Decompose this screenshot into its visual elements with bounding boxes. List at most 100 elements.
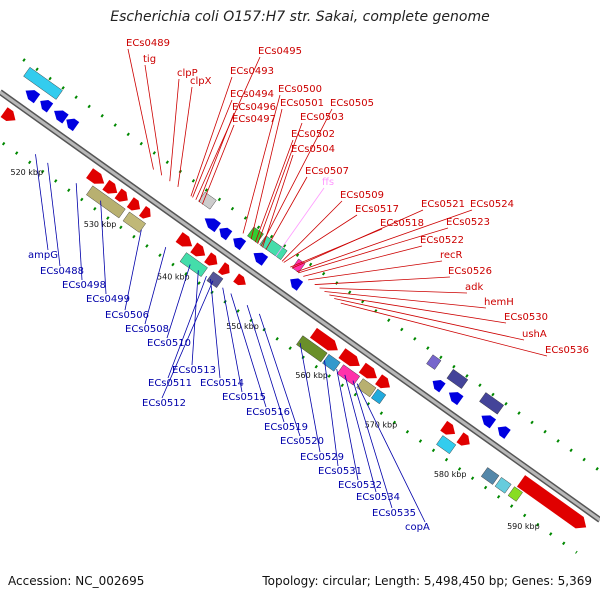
forward-gene-7 xyxy=(190,242,206,257)
top-gene-label: ffs xyxy=(322,177,334,188)
bottom-gene-label: ECs0532 xyxy=(338,480,382,491)
top-label-leader xyxy=(262,154,294,248)
bottom-gene-label: ECs0516 xyxy=(246,407,290,418)
top-gene-label: ushA xyxy=(522,329,547,340)
top-label-leader xyxy=(242,94,281,234)
top-label-leader xyxy=(296,209,473,273)
top-label-leader xyxy=(281,200,343,262)
scale-tick-label: 530 kbp xyxy=(84,220,117,229)
forward-gene-17 xyxy=(516,475,587,529)
forward-gene-16 xyxy=(456,432,470,446)
bottom-label-leader xyxy=(222,287,243,393)
bottom-label-leader xyxy=(352,380,393,509)
bottom-label-leader xyxy=(356,383,426,523)
top-gene-label: ECs0500 xyxy=(278,84,322,95)
forward-gene-14 xyxy=(375,374,390,389)
bottom-label-leader xyxy=(230,293,267,408)
bottom-label-leader xyxy=(167,275,207,379)
top-label-leader xyxy=(260,108,333,247)
forward-block-10 xyxy=(480,467,500,485)
reverse-gene-3 xyxy=(66,118,80,132)
top-gene-label: ECs0536 xyxy=(545,345,589,356)
upper-tick-guide xyxy=(22,58,600,473)
forward-gene-10 xyxy=(233,273,246,286)
top-gene-label: ECs0489 xyxy=(126,38,170,49)
top-gene-label: tig xyxy=(143,54,156,65)
bottom-label-leader xyxy=(258,313,301,437)
top-gene-label: ECs0493 xyxy=(230,66,274,77)
top-gene-label: ECs0521 xyxy=(421,199,465,210)
top-gene-label: hemH xyxy=(484,297,514,308)
reverse-gene-11 xyxy=(481,415,497,429)
bottom-label-leader xyxy=(191,270,199,366)
accession-text: Accession: NC_002695 xyxy=(8,574,145,588)
scale-tick-label: 590 kbp xyxy=(507,522,540,531)
top-label-leader xyxy=(298,227,449,274)
bottom-gene-label: ECs0513 xyxy=(172,365,216,376)
bottom-label-leader xyxy=(35,154,49,251)
map-title: Escherichia coli O157:H7 str. Sakai, com… xyxy=(110,9,490,25)
top-label-leader xyxy=(283,214,358,263)
reverse-gene-10 xyxy=(448,392,464,406)
reverse-gene-1 xyxy=(40,100,54,113)
reverse-gene-0 xyxy=(25,90,41,104)
backbone xyxy=(0,90,600,522)
forward-gene-5 xyxy=(138,205,151,219)
forward-gene-12 xyxy=(338,348,360,367)
top-label-leader xyxy=(250,108,283,240)
forward-block-3 xyxy=(206,271,224,288)
top-gene-label: ECs0517 xyxy=(355,204,399,215)
top-gene-label: clpX xyxy=(190,76,212,87)
reverse-gene-6 xyxy=(233,237,247,251)
reverse-gene-12 xyxy=(497,426,511,439)
topology-text: Topology: circular; Length: 5,498,450 bp… xyxy=(262,574,592,588)
top-gene-label: ECs0495 xyxy=(258,46,302,57)
bottom-gene-label: ECs0514 xyxy=(200,378,244,389)
bottom-gene-label: ECs0529 xyxy=(300,452,344,463)
reverse-gene-8 xyxy=(290,278,304,291)
forward-block-7 xyxy=(356,378,377,398)
top-label-leader xyxy=(190,76,233,197)
reverse-block-5 xyxy=(426,354,442,370)
forward-block-1 xyxy=(122,211,146,233)
scale-tick-label: 570 kbp xyxy=(365,421,398,430)
top-gene-label: ECs0504 xyxy=(291,144,335,155)
top-label-leader xyxy=(319,287,468,294)
scale-tick-label: 580 kbp xyxy=(434,470,467,479)
bottom-gene-label: ECs0511 xyxy=(148,378,192,389)
forward-block-8 xyxy=(371,388,387,405)
bottom-gene-label: copA xyxy=(405,522,430,533)
reverse-gene-4 xyxy=(204,218,221,233)
forward-gene-13 xyxy=(358,362,377,379)
bottom-gene-label: ECs0499 xyxy=(86,294,130,305)
top-gene-label: ECs0522 xyxy=(420,235,464,246)
forward-gene-11 xyxy=(309,327,338,351)
top-label-leader xyxy=(275,187,325,257)
bottom-gene-label: ECs0512 xyxy=(142,398,186,409)
top-gene-label: ECs0502 xyxy=(291,129,335,140)
top-label-leader xyxy=(303,245,423,277)
bottom-gene-label: ECs0515 xyxy=(222,392,266,403)
top-gene-label: clpP xyxy=(177,68,198,79)
reverse-gene-5 xyxy=(219,227,233,241)
bottom-gene-label: ECs0534 xyxy=(356,492,400,503)
reverse-block-3 xyxy=(259,235,288,261)
top-gene-label: recR xyxy=(440,250,463,261)
top-gene-label: ECs0524 xyxy=(470,199,514,210)
top-gene-label: ECs0509 xyxy=(340,190,384,201)
top-label-leader xyxy=(329,294,507,324)
bottom-label-leader xyxy=(210,278,221,379)
bottom-label-leader xyxy=(336,368,359,481)
top-label-leader xyxy=(334,298,525,341)
bottom-gene-label: ECs0498 xyxy=(62,280,106,291)
bottom-gene-label: ECs0535 xyxy=(372,508,416,519)
bottom-label-leader xyxy=(299,342,321,453)
top-gene-label: ECs0497 xyxy=(232,114,276,125)
reverse-block-0 xyxy=(23,66,63,100)
reverse-gene-2 xyxy=(54,110,69,124)
top-label-leader xyxy=(324,291,487,309)
reverse-block-7 xyxy=(479,392,505,415)
scale-tick-label: 550 kbp xyxy=(226,322,259,331)
top-label-leader xyxy=(291,209,424,269)
